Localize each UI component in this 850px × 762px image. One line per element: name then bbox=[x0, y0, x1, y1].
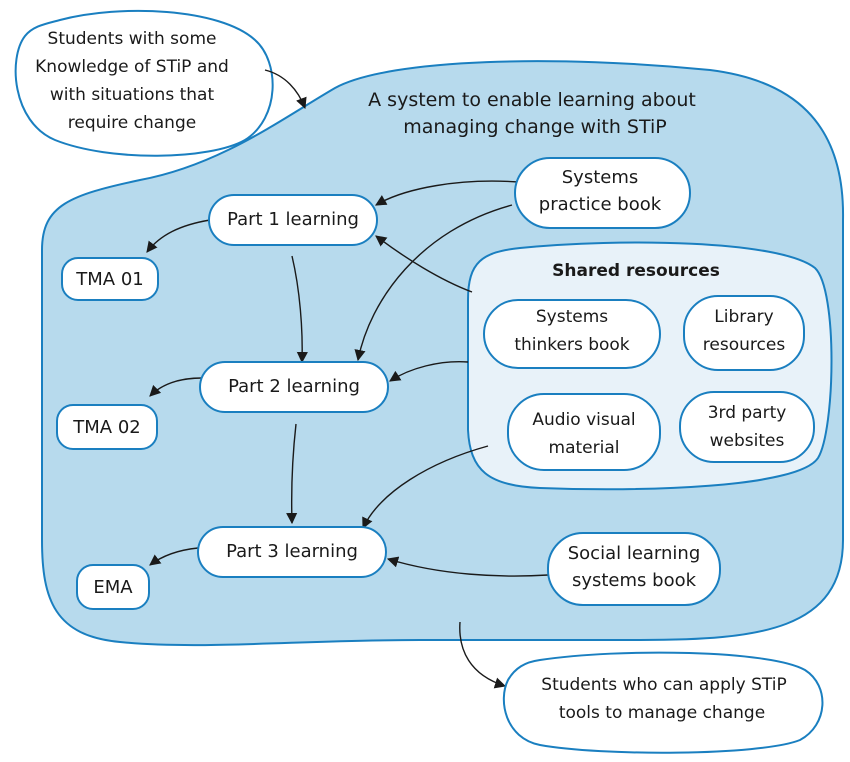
system-title-line1: A system to enable learning about bbox=[368, 89, 696, 111]
system-title-line2: managing change with STiP bbox=[403, 116, 666, 138]
systems-thinkers-book-line1: Systems bbox=[536, 307, 608, 327]
systems-thinkers-book-line2: thinkers book bbox=[514, 335, 629, 355]
arrow-part2-to-tma02 bbox=[149, 377, 203, 397]
part1-label: Part 1 learning bbox=[227, 209, 359, 230]
ema-label: EMA bbox=[93, 577, 133, 598]
arrow-part1-to-part2 bbox=[291, 255, 308, 364]
ema-node: EMA bbox=[76, 564, 150, 610]
arrow-part2-to-part3 bbox=[286, 423, 298, 525]
arrow-system-to-out bbox=[459, 621, 507, 689]
part2-learning-node: Part 2 learning bbox=[199, 361, 389, 413]
students-in-line2: Knowledge of STiP and bbox=[35, 57, 229, 77]
arrow-practice-to-part1 bbox=[375, 180, 519, 206]
part3-learning-node: Part 3 learning bbox=[197, 526, 387, 578]
social-learning-line2: systems book bbox=[572, 570, 697, 591]
arrow-shared-to-part2 bbox=[389, 360, 469, 382]
students-in-line4: require change bbox=[68, 113, 196, 133]
audio-visual-material-node: Audio visual material bbox=[507, 393, 661, 471]
third-party-line2: websites bbox=[710, 431, 785, 451]
arrow-shared-to-part3 bbox=[362, 445, 489, 530]
library-resources-line1: Library bbox=[714, 307, 773, 327]
tma01-label: TMA 01 bbox=[75, 269, 143, 290]
systems-practice-book-node: Systems practice book bbox=[514, 157, 691, 229]
students-out-node: Students who can apply STiP tools to man… bbox=[502, 651, 824, 754]
students-in-line3: with situations that bbox=[50, 85, 215, 105]
arrow-practice-to-part2 bbox=[354, 204, 513, 362]
students-out-line1: Students who can apply STiP bbox=[541, 675, 786, 695]
systems-thinkers-book-node: Systems thinkers book bbox=[483, 299, 661, 369]
tma02-node: TMA 02 bbox=[56, 404, 158, 450]
library-resources-line2: resources bbox=[703, 335, 786, 355]
audio-visual-line2: material bbox=[549, 438, 620, 458]
arrow-part1-to-tma01 bbox=[146, 219, 211, 253]
third-party-line1: 3rd party bbox=[708, 403, 787, 423]
students-in-node: Students with some Knowledge of STiP and… bbox=[14, 9, 274, 157]
systems-practice-book-line2: practice book bbox=[539, 194, 662, 215]
social-learning-line1: Social learning bbox=[568, 543, 701, 564]
part2-label: Part 2 learning bbox=[228, 376, 360, 397]
audio-visual-line1: Audio visual bbox=[532, 410, 635, 430]
arrow-shared-to-part1 bbox=[375, 235, 473, 293]
part3-label: Part 3 learning bbox=[226, 541, 358, 562]
tma01-node: TMA 01 bbox=[61, 257, 159, 301]
third-party-websites-node: 3rd party websites bbox=[679, 391, 815, 463]
arrow-part3-to-ema bbox=[149, 547, 199, 566]
tma02-label: TMA 02 bbox=[72, 417, 140, 438]
students-in-line1: Students with some bbox=[48, 29, 217, 49]
arrow-in-to-system bbox=[264, 69, 307, 110]
library-resources-node: Library resources bbox=[683, 295, 805, 371]
students-out-line2: tools to manage change bbox=[559, 703, 765, 723]
social-learning-systems-book-node: Social learning systems book bbox=[547, 532, 721, 606]
part1-learning-node: Part 1 learning bbox=[208, 194, 378, 246]
shared-resources-title: Shared resources bbox=[552, 261, 720, 281]
systems-practice-book-line1: Systems bbox=[562, 167, 639, 188]
arrow-social-to-part3 bbox=[386, 556, 549, 577]
